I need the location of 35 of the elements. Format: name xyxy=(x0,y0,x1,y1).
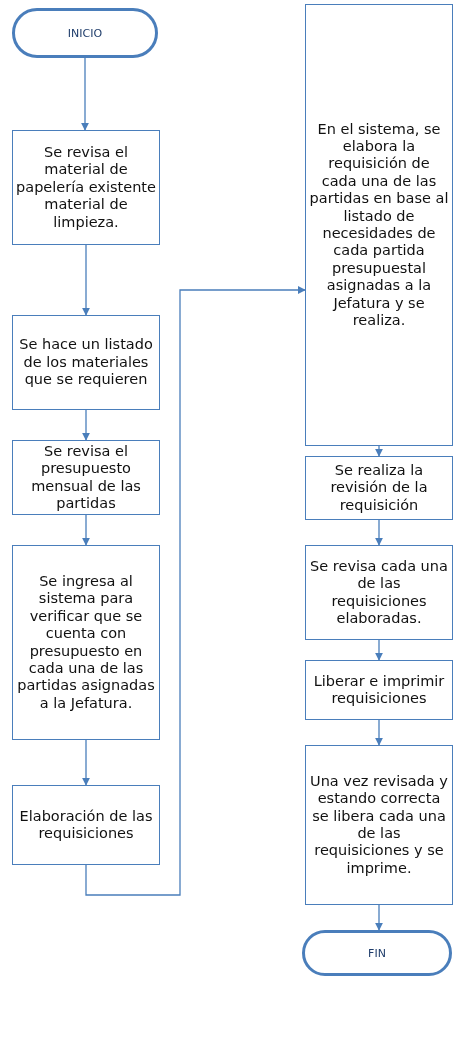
process-box xyxy=(12,440,160,515)
arrow xyxy=(81,57,89,131)
step-text: Se realiza la revisión de la requisición xyxy=(329,461,429,515)
arrow xyxy=(82,244,90,316)
step-text: Liberar e imprimir requisiciones xyxy=(312,672,446,708)
step-text: Se ingresa al sistema para verificar que se cuenta con presupuesto en cada una de las partidas asignadas a la Jefatura. xyxy=(16,572,156,713)
process-box xyxy=(305,456,453,520)
process-box xyxy=(305,4,453,446)
process-box xyxy=(12,130,160,245)
terminal-pill xyxy=(12,8,158,58)
step-text: Se revisa el material de papelería existente material de limpieza. xyxy=(16,144,156,231)
arrow xyxy=(375,445,383,457)
arrow xyxy=(82,739,90,786)
process-box xyxy=(305,545,453,640)
arrow xyxy=(375,719,383,746)
step-text: Una vez revisada y estando correcta se libera cada una de las requisiciones y se imprime. xyxy=(309,772,449,878)
step-text: Elaboración de las requisiciones xyxy=(18,807,154,843)
step-text: Se hace un listado de los materiales que se requieren xyxy=(18,336,154,389)
process-box xyxy=(305,660,453,720)
process-box xyxy=(12,315,160,410)
process-box xyxy=(12,545,160,740)
terminal-pill xyxy=(302,930,452,976)
step-text: Se revisa cada una de las requisiciones elaboradas. xyxy=(309,557,449,628)
arrow xyxy=(375,904,383,931)
step-text: Se revisa el presupuesto mensual de las partidas xyxy=(30,442,142,513)
process-box xyxy=(305,745,453,905)
arrow xyxy=(82,514,90,546)
arrow xyxy=(375,519,383,546)
step-text: FIN xyxy=(368,946,386,960)
arrow xyxy=(375,639,383,661)
step-text: INICIO xyxy=(67,26,103,40)
arrow xyxy=(85,286,306,896)
step-text: En el sistema, se elabora la requisición de cada una de las partidas en base al listado de necesidades de cada partida presupuestal asignadas a la Jefatura y se realiza. xyxy=(309,120,449,330)
arrow xyxy=(82,409,90,441)
process-box xyxy=(12,785,160,865)
